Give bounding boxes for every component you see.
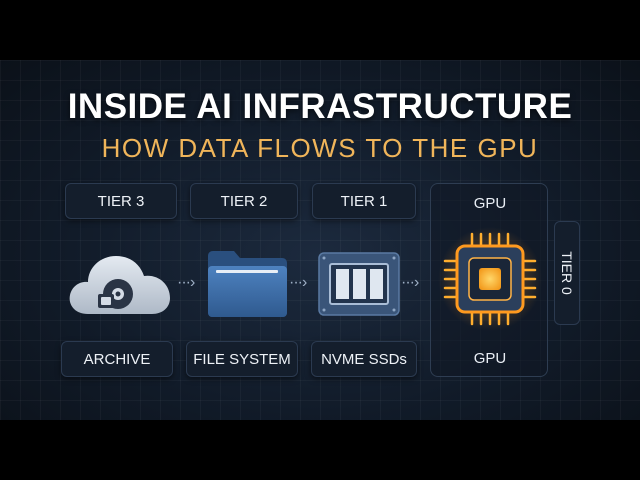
gpu-top-label: GPU xyxy=(473,195,507,212)
file-system-label: FILE SYSTEM xyxy=(186,341,298,377)
gpu-bottom-label: GPU xyxy=(473,350,507,367)
gpu-panel: GPU xyxy=(430,183,548,377)
diagram-stage: INSIDE AI INFRASTRUCTURE HOW DATA FLOWS … xyxy=(0,60,640,420)
flow-arrow-2: ···› xyxy=(289,274,307,291)
ssd-icon xyxy=(318,252,400,316)
tier-0-label: TIER 0 xyxy=(554,221,580,325)
page-title: INSIDE AI INFRASTRUCTURE xyxy=(67,87,573,126)
letterbox-top xyxy=(0,0,640,60)
folder-icon xyxy=(208,251,287,317)
nvme-ssds-label: NVME SSDs xyxy=(311,341,417,377)
tier-2-label: TIER 2 xyxy=(190,183,298,219)
gpu-chip-icon xyxy=(438,227,542,331)
cloud-disk-icon xyxy=(69,256,170,314)
page-subtitle: HOW DATA FLOWS TO THE GPU xyxy=(101,133,539,163)
flow-arrow-1: ···› xyxy=(177,274,195,291)
tier-1-label: TIER 1 xyxy=(312,183,416,219)
archive-label: ARCHIVE xyxy=(61,341,173,377)
tier-3-label: TIER 3 xyxy=(65,183,177,219)
flow-arrow-3: ···› xyxy=(401,274,419,291)
letterbox-bottom xyxy=(0,420,640,480)
tier-0-text: TIER 0 xyxy=(559,251,575,295)
